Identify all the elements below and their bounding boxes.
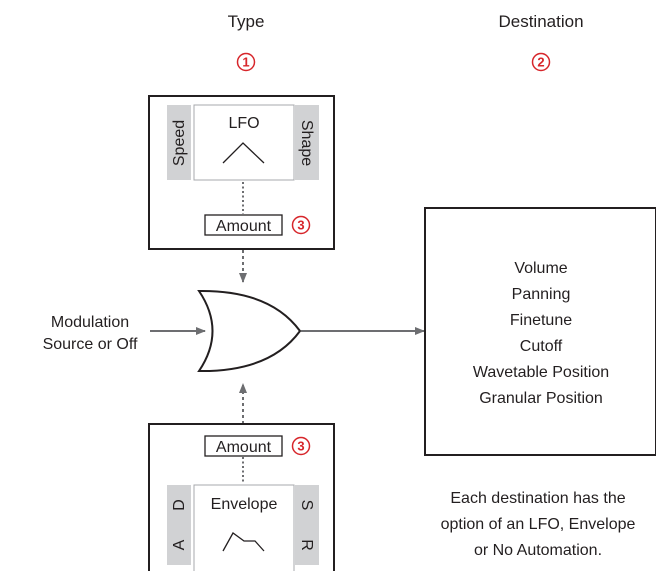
envelope-left-panel — [167, 485, 191, 565]
destination-item: Volume — [514, 260, 567, 277]
destination-item: Panning — [512, 286, 571, 303]
type-header: Type — [228, 12, 265, 31]
destination-item: Wavetable Position — [473, 364, 609, 381]
lfo-amount-box — [204, 214, 283, 236]
destination-number-badge: 2 — [531, 52, 551, 72]
note-line: Each destination has the — [450, 490, 625, 507]
envelope-module: Amount 3 D A S R Envelope — [148, 423, 335, 571]
destination-note: Each destination has the option of an LF… — [441, 490, 636, 559]
lfo-display — [193, 104, 295, 181]
modulation-source-line2: Source or Off — [43, 336, 138, 353]
svg-text:3: 3 — [297, 218, 304, 233]
destination-item: Finetune — [510, 312, 572, 329]
lfo-shape-label: Shape — [298, 120, 315, 166]
note-line: or No Automation. — [474, 542, 602, 559]
note-line: option of an LFO, Envelope — [441, 516, 636, 533]
svg-text:2: 2 — [537, 55, 544, 70]
destination-list: Volume Panning Finetune Cutoff Wavetable… — [473, 260, 609, 407]
triangle-wave-icon — [222, 142, 265, 164]
modulation-gate — [197, 289, 302, 373]
envelope-attack-label: A — [171, 539, 188, 550]
envelope-release-label: R — [298, 539, 315, 551]
envelope-amount-box — [204, 435, 283, 457]
lfo-speed-label: Speed — [171, 120, 188, 166]
envelope-amount-label: Amount — [216, 439, 272, 456]
lfo-amount-badge: 3 — [291, 215, 311, 235]
envelope-amount-badge: 3 — [291, 436, 311, 456]
lfo-module: Speed Shape LFO Amount 3 — [148, 95, 335, 250]
envelope-right-panel — [295, 485, 319, 565]
lfo-shape-panel — [295, 105, 319, 180]
destination-item: Granular Position — [479, 390, 603, 407]
destination-item: Cutoff — [520, 338, 563, 355]
lfo-title: LFO — [228, 115, 259, 132]
modulation-source-line1: Modulation — [51, 314, 129, 331]
envelope-sustain-label: S — [298, 500, 315, 511]
svg-text:3: 3 — [297, 439, 304, 454]
envelope-title: Envelope — [211, 496, 278, 513]
type-number-badge: 1 — [236, 52, 256, 72]
destination-header: Destination — [498, 12, 583, 31]
envelope-shape-icon — [222, 532, 265, 552]
envelope-decay-label: D — [171, 499, 188, 511]
destination-box — [424, 207, 656, 456]
svg-text:1: 1 — [242, 55, 249, 70]
lfo-amount-label: Amount — [216, 218, 272, 235]
envelope-display — [193, 484, 295, 571]
lfo-speed-panel — [167, 105, 191, 180]
